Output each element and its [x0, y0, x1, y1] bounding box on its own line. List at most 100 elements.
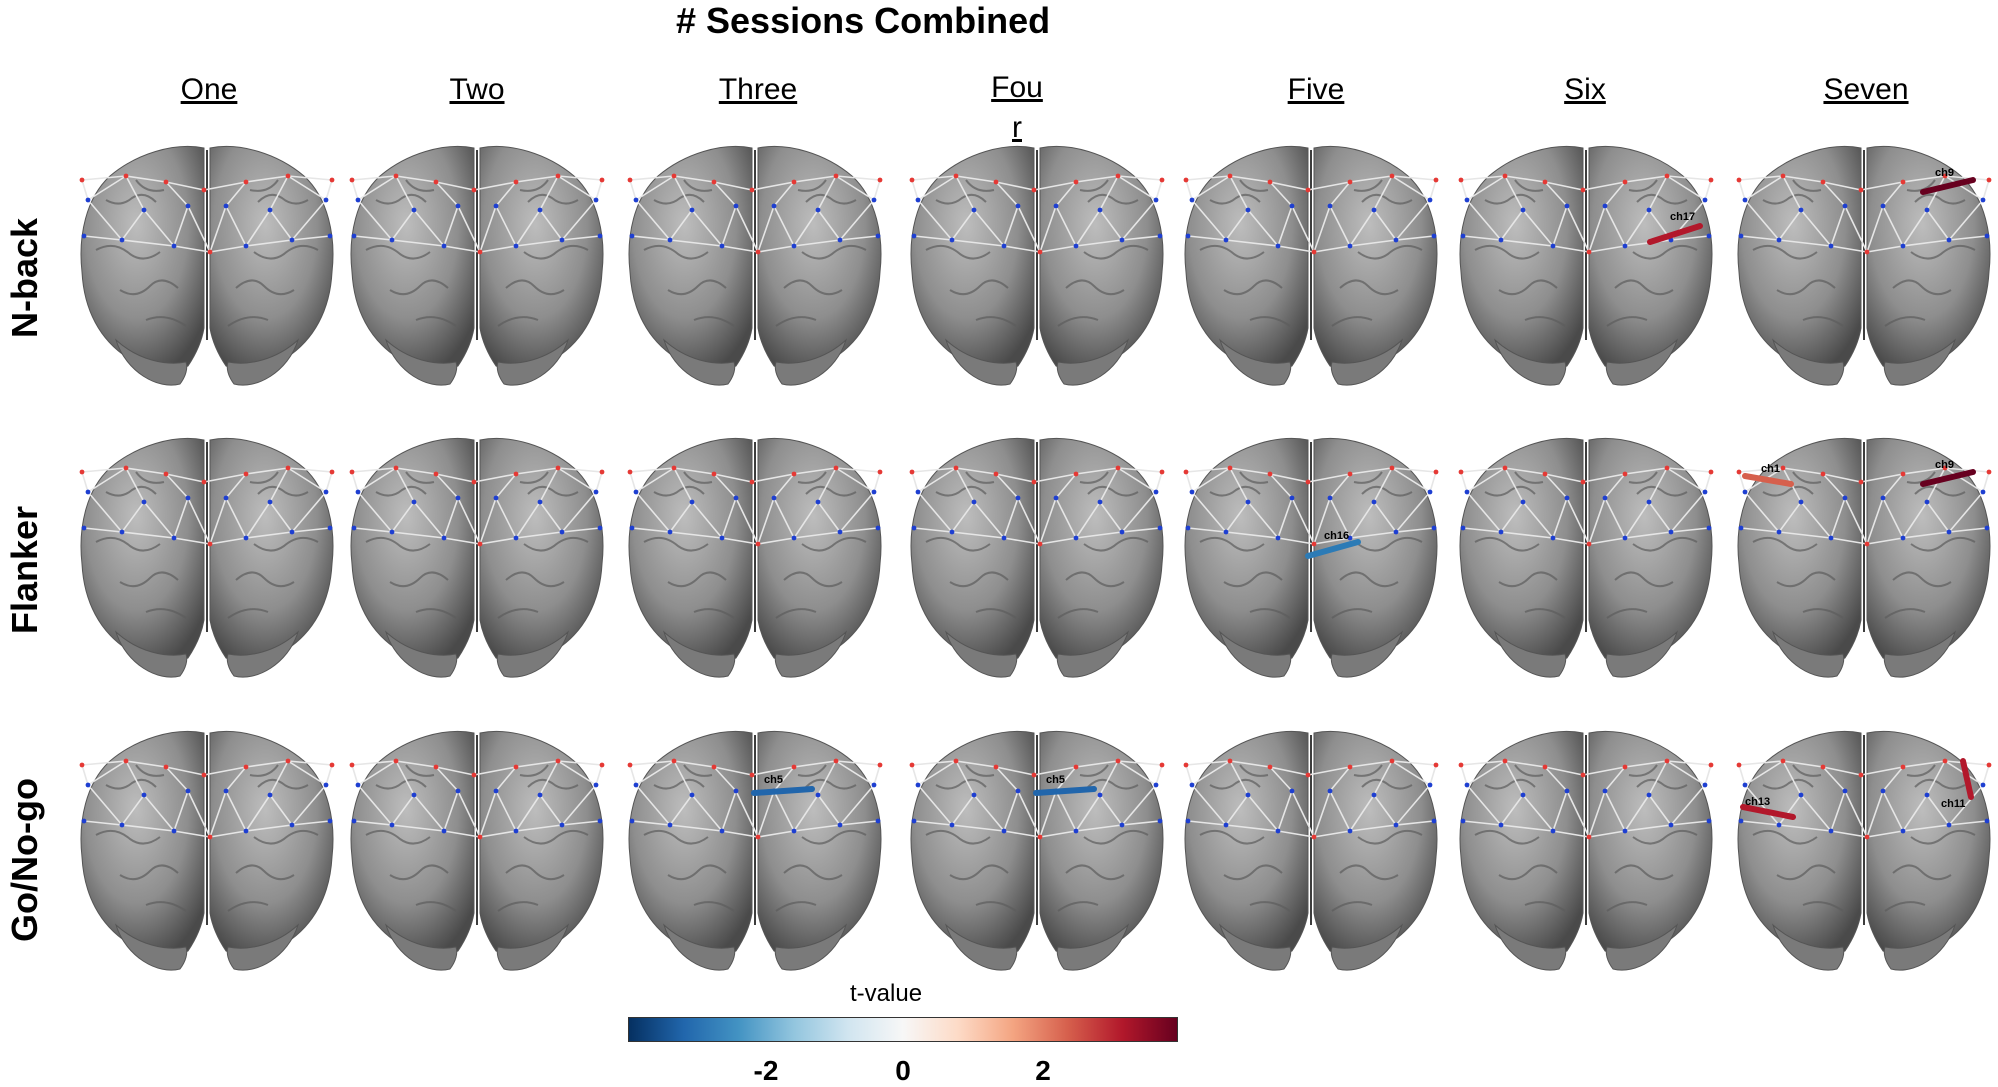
sulcus	[105, 778, 157, 790]
montage-channel-line	[357, 199, 393, 241]
montage-channel-line	[1926, 760, 1946, 796]
source-optode	[599, 469, 605, 475]
montage-channel-line	[1466, 175, 1506, 201]
detector-optode	[815, 207, 821, 213]
montage-channel-line	[1902, 760, 1946, 768]
detector-optode	[1327, 495, 1333, 501]
source-optode	[755, 834, 761, 840]
montage-channel-line	[1075, 531, 1123, 539]
detector-optode	[1550, 535, 1556, 541]
detector-optode	[323, 489, 329, 495]
detector-optode	[185, 203, 191, 209]
sulcus	[95, 244, 161, 260]
montage-channel-line	[1926, 794, 1950, 826]
montage-channel-line	[391, 794, 415, 826]
montage-channel-line	[1225, 531, 1279, 539]
sulcus	[935, 193, 987, 205]
detector-optode	[351, 818, 357, 824]
montage-channel-line	[1373, 794, 1397, 826]
montage-channel-line	[353, 235, 393, 241]
montage-channel-line	[209, 205, 227, 253]
montage-channel-line	[121, 531, 175, 539]
sulcus	[783, 571, 843, 588]
montage-channel-line	[473, 473, 517, 483]
sulcus	[1884, 608, 1926, 619]
brain-panel	[346, 725, 608, 981]
optode-montage	[1736, 758, 1992, 840]
sulcus	[783, 279, 843, 296]
sulcus	[1065, 864, 1125, 881]
montage-channel-line	[557, 467, 603, 473]
sulcus	[1914, 778, 1966, 790]
montage-channel-line	[1003, 830, 1041, 838]
montage-channel-line	[1229, 760, 1249, 796]
montage-channel-line	[515, 239, 563, 247]
montage-channel-line	[125, 467, 167, 475]
montage-channel-line	[87, 784, 123, 826]
montage-channel-line	[1544, 766, 1568, 792]
montage-channel-line	[1185, 760, 1231, 766]
detector-optode	[1327, 788, 1333, 794]
detector-optode	[1153, 782, 1159, 788]
significant-channel	[1742, 473, 1794, 487]
montage-channel-line	[817, 467, 837, 503]
sulcus	[1484, 485, 1536, 497]
detector-optode	[629, 818, 635, 824]
montage-channel-line	[1624, 501, 1650, 539]
montage-channel-line	[1624, 824, 1672, 832]
detector-optode	[1828, 243, 1834, 249]
montage-channel-line	[1039, 537, 1077, 545]
detector-optode	[411, 792, 417, 798]
source-optode	[1736, 177, 1742, 183]
montage-channel-line	[635, 467, 675, 493]
channel-label: ch9	[1935, 459, 1954, 471]
detector-optode	[593, 197, 599, 203]
detector-optode	[1245, 792, 1251, 798]
sulcus	[1353, 471, 1383, 484]
montage-channel-line	[473, 181, 517, 191]
montage-channel-line	[1349, 760, 1393, 768]
detector-optode	[1189, 489, 1195, 495]
montage-channel-line	[1075, 175, 1119, 183]
montage-channel-line	[391, 209, 415, 241]
sulcus	[1606, 608, 1648, 619]
source-optode	[1073, 764, 1079, 770]
montage-channel-line	[995, 181, 1019, 207]
montage-channel-line	[1744, 199, 1780, 241]
montage-channel-line	[911, 471, 919, 493]
channel-label: ch17	[1670, 211, 1695, 223]
montage-channel-line	[995, 181, 1035, 191]
detector-optode	[911, 525, 917, 531]
left-temporal-lobe	[944, 923, 1018, 971]
source-optode	[1037, 249, 1043, 255]
montage-channel-line	[539, 175, 559, 211]
montage-channel-line	[81, 471, 89, 493]
montage-channel-line	[757, 205, 775, 253]
montage-channel-line	[539, 501, 563, 533]
source-optode	[1858, 479, 1864, 485]
detector-optode	[915, 197, 921, 203]
montage-channel-line	[1744, 760, 1784, 786]
source-optode	[1780, 758, 1786, 764]
optode-montage	[627, 758, 883, 840]
montage-channel-line	[595, 471, 603, 493]
montage-channel-line	[793, 209, 819, 247]
source-optode	[1502, 465, 1508, 471]
sulcus	[1057, 608, 1099, 619]
detector-optode	[185, 788, 191, 794]
montage-channel-line	[1277, 537, 1315, 545]
left-temporal-lobe	[1493, 923, 1567, 971]
montage-channel-line	[757, 245, 795, 253]
montage-channel-line	[1948, 235, 1988, 241]
montage-channel-line	[495, 181, 517, 207]
source-optode	[1267, 179, 1273, 185]
montage-channel-line	[1349, 209, 1375, 247]
brain-panel	[76, 725, 338, 981]
montage-channel-line	[87, 175, 127, 201]
right-temporal-lobe	[1056, 630, 1130, 678]
montage-channel-line	[951, 239, 1005, 247]
source-optode	[1073, 179, 1079, 185]
montage-channel-line	[1822, 181, 1846, 207]
sulcus	[1484, 193, 1536, 205]
